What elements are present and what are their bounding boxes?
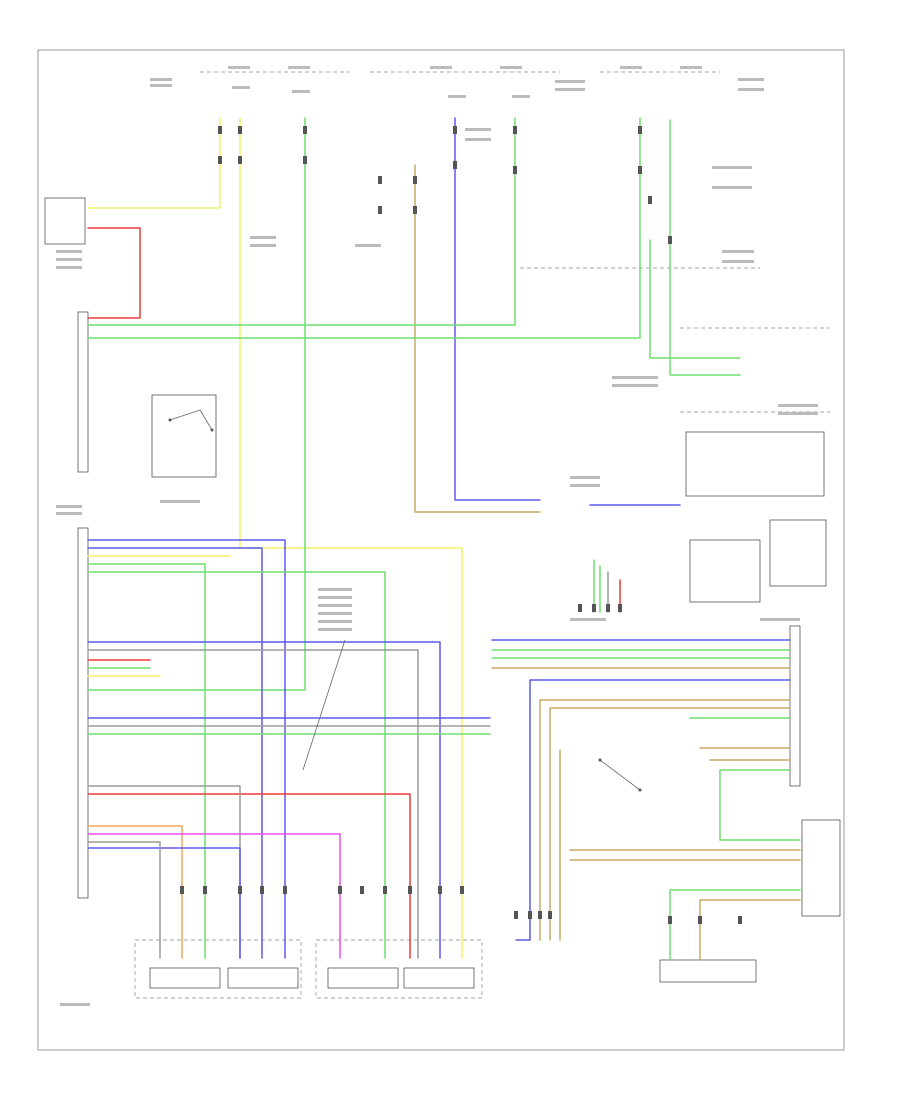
wire-green-9 xyxy=(649,239,741,359)
connector-pin-37 xyxy=(578,604,582,612)
connectors xyxy=(180,126,742,924)
wire-gray-29 xyxy=(87,841,161,959)
wire-blue-16 xyxy=(87,641,441,959)
connector-pin-6 xyxy=(303,156,307,164)
component-box-right-upper xyxy=(685,431,825,497)
connector-pin-10 xyxy=(413,206,417,214)
left-ecu-body xyxy=(77,527,89,899)
wires xyxy=(87,117,801,961)
connector-pin-26 xyxy=(383,886,387,894)
wire-yellow-1 xyxy=(87,117,221,209)
wire-tan-35 xyxy=(539,699,791,941)
wire-gray-17 xyxy=(87,649,419,959)
wire-blue-6 xyxy=(454,117,541,501)
connector-pin-19 xyxy=(180,886,184,894)
connector-pin-39 xyxy=(606,604,610,612)
connector-pin-28 xyxy=(438,886,442,894)
component-box-right-small xyxy=(769,519,827,587)
left-headlight-hi-box xyxy=(227,967,299,989)
connector-pin-15 xyxy=(638,126,642,134)
right-headlight-lo-box xyxy=(327,967,399,989)
connector-pin-5 xyxy=(303,126,307,134)
connector-pin-11 xyxy=(453,126,457,134)
connector-pin-34 xyxy=(668,916,672,924)
wire-tan-36 xyxy=(549,707,791,941)
connector-pin-30 xyxy=(514,911,518,919)
connector-pin-1 xyxy=(218,126,222,134)
wire-green-8 xyxy=(87,117,641,339)
connector-pin-22 xyxy=(260,886,264,894)
wire-red-2 xyxy=(87,227,141,319)
connector-pin-38 xyxy=(592,604,596,612)
connector-pin-25 xyxy=(360,886,364,894)
components xyxy=(44,197,841,999)
connector-pin-33 xyxy=(548,911,552,919)
connector-pin-4 xyxy=(238,156,242,164)
wire-pink-27 xyxy=(87,833,341,959)
component-box-right-mid xyxy=(689,539,761,603)
ecu-left-connector-block xyxy=(77,311,89,473)
connector-pin-18 xyxy=(668,236,672,244)
connector-pin-14 xyxy=(513,166,517,174)
wire-green-15 xyxy=(87,571,386,959)
wire-blue-11 xyxy=(87,539,286,959)
relay-box-top-left xyxy=(44,197,86,245)
connector-pin-36 xyxy=(738,916,742,924)
connector-pin-16 xyxy=(638,166,642,174)
connector-pin-2 xyxy=(218,156,222,164)
connector-pin-29 xyxy=(460,886,464,894)
connector-pin-23 xyxy=(283,886,287,894)
bottom-right-sensor-box xyxy=(659,959,757,983)
right-headlight-hi-box xyxy=(403,967,475,989)
connector-pin-9 xyxy=(413,176,417,184)
connector-pin-3 xyxy=(238,126,242,134)
connector-pin-32 xyxy=(538,911,542,919)
wire-gray-25 xyxy=(87,785,241,959)
wire-green-4 xyxy=(87,117,306,691)
connector-pin-12 xyxy=(453,161,457,169)
switch-box xyxy=(151,394,217,478)
wire-blue-34 xyxy=(515,679,791,941)
wire-yellow-3 xyxy=(239,117,463,959)
wire-green-10 xyxy=(669,119,741,376)
wire-red-24 xyxy=(87,793,411,959)
right-lower-connector-block xyxy=(801,819,841,917)
wire-orange-26 xyxy=(87,825,183,959)
connector-pin-27 xyxy=(408,886,412,894)
wire-blue-28 xyxy=(87,847,241,959)
connector-pin-35 xyxy=(698,916,702,924)
connector-pin-24 xyxy=(338,886,342,894)
wire-green-7 xyxy=(87,117,516,326)
switch-symbol xyxy=(168,409,642,792)
diagram-frame xyxy=(37,49,845,1051)
wire-tan-5 xyxy=(414,164,541,513)
wire-green-14 xyxy=(87,563,206,959)
connector-pin-21 xyxy=(238,886,242,894)
wire-blue-12 xyxy=(87,547,263,959)
connector-pin-17 xyxy=(648,196,652,204)
bracket-right-headlight xyxy=(315,939,483,999)
right-meter-connector-block xyxy=(789,625,801,787)
top-labels xyxy=(56,66,818,1006)
connector-pin-31 xyxy=(528,911,532,919)
connector-pin-40 xyxy=(618,604,622,612)
wire-green-44 xyxy=(669,889,801,961)
connector-pin-13 xyxy=(513,126,517,134)
connector-pin-8 xyxy=(378,206,382,214)
wire-tan-45 xyxy=(699,899,801,961)
connector-pin-20 xyxy=(203,886,207,894)
left-headlight-lo-box xyxy=(149,967,221,989)
wire-green-40 xyxy=(719,769,801,841)
connector-pin-7 xyxy=(378,176,382,184)
